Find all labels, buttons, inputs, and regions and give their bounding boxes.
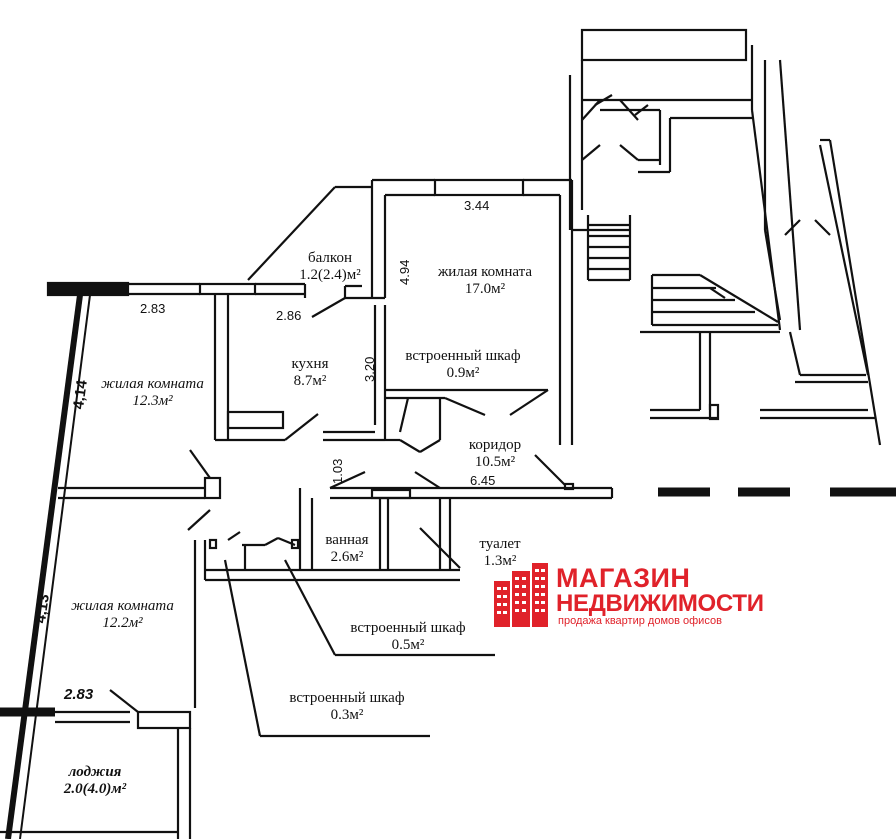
room-name: туалет <box>479 536 521 552</box>
room-area: 8.7м² <box>293 373 327 389</box>
room-label-balcony: балкон 1.2(2.4)м² <box>275 250 385 284</box>
room-label-loggia: лоджия 2.0(4.0)м² <box>35 764 155 798</box>
room-label-closet-top: встроенный шкаф 0.9м² <box>388 348 538 382</box>
room-name: жилая комната <box>101 376 204 392</box>
room-area: 12.2м² <box>102 615 143 631</box>
dimension-283-bottom: 2.83 <box>64 686 94 703</box>
dimension-320: 3.20 <box>362 356 377 382</box>
room-name: коридор <box>468 437 522 453</box>
room-label-bathroom: ванная 2.6м² <box>312 532 382 566</box>
room-name: встроенный шкаф <box>405 348 521 364</box>
dimension-494: 4.94 <box>397 259 412 285</box>
room-area: 10.5м² <box>474 454 516 470</box>
room-label-closet-mid: встроенный шкаф 0.5м² <box>328 620 488 654</box>
room-name: ванная <box>325 532 369 548</box>
room-area: 2.0(4.0)м² <box>63 781 127 797</box>
brand-line-2: НЕДВИЖИМОСТИ <box>556 590 764 617</box>
brand-line-1: МАГАЗИН <box>556 563 691 593</box>
room-label-toilet: туалет 1.3м² <box>465 536 535 570</box>
room-area: 0.9м² <box>446 365 480 381</box>
room-name: жилая комната <box>71 598 174 614</box>
dimension-103: 1.03 <box>330 458 345 484</box>
room-area: 0.5м² <box>391 637 425 653</box>
room-label-kitchen: кухня 8.7м² <box>270 356 350 390</box>
building-logo-icon <box>494 563 548 627</box>
room-name: балкон <box>308 250 352 266</box>
room-name: кухня <box>291 356 329 372</box>
room-label-living-left: жилая комната 12.3м² <box>85 376 220 410</box>
brand-tagline: продажа квартир домов офисов <box>558 615 722 627</box>
room-name: встроенный шкаф <box>350 620 466 636</box>
room-name: встроенный шкаф <box>289 690 405 706</box>
room-area: 0.3м² <box>330 707 364 723</box>
room-label-living-large: жилая комната 17.0м² <box>415 264 555 298</box>
room-name: жилая комната <box>437 264 533 280</box>
room-label-living-bottom: жилая комната 12.2м² <box>55 598 190 632</box>
brand-logo: МАГАЗИН НЕДВИЖИМОСТИ продажа квартир дом… <box>492 561 772 631</box>
room-area: 2.6м² <box>330 549 364 565</box>
room-area: 1.3м² <box>483 553 517 569</box>
dimension-344: 3.44 <box>464 198 490 213</box>
dimension-283-top: 2.83 <box>140 301 166 316</box>
dimension-286: 2.86 <box>276 308 302 323</box>
room-label-closet-bottom: встроенный шкаф 0.3м² <box>258 690 436 724</box>
dimension-645: 6.45 <box>470 473 496 488</box>
room-area: 1.2(2.4)м² <box>299 267 361 283</box>
room-label-corridor: коридор 10.5м² <box>450 437 540 471</box>
room-name: лоджия <box>68 764 122 780</box>
room-area: 12.3м² <box>132 393 173 409</box>
room-area: 17.0м² <box>464 281 506 297</box>
